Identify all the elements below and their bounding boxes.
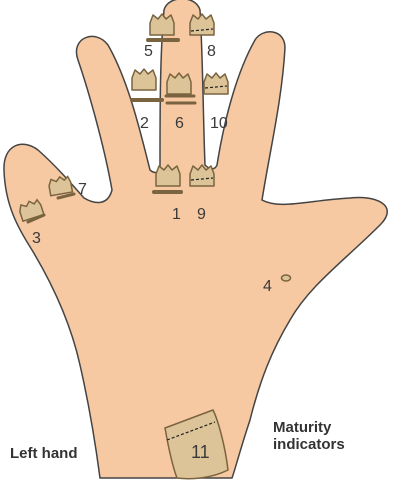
legend-title-line2: indicators [273,436,345,453]
label-1: 1 [172,206,181,223]
legend-title-line1: Maturity [273,419,332,436]
label-5: 5 [144,43,153,60]
indicator-5-bone [146,13,180,42]
indicator-7-bone [48,175,76,200]
indicator-9-bone [189,164,215,187]
label-3: 3 [32,230,41,247]
indicator-10-bone [203,72,229,95]
label-10: 10 [210,115,228,132]
indicator-3-bone [19,198,46,224]
label-8: 8 [207,43,216,60]
indicator-4-bone [280,274,292,282]
hand-outline [3,0,388,479]
indicator-1-bone [152,164,183,194]
indicator-2-bone [130,68,164,102]
label-6: 6 [175,115,184,132]
indicator-6-bone [164,72,197,105]
indicator-8-bone [189,13,215,36]
label-7: 7 [78,181,87,198]
indicator-11-bone [164,409,229,480]
label-2: 2 [140,115,149,132]
label-4: 4 [263,278,272,295]
label-9: 9 [197,206,206,223]
hand-side-label: Left hand [10,445,78,462]
label-11: 11 [191,442,210,462]
